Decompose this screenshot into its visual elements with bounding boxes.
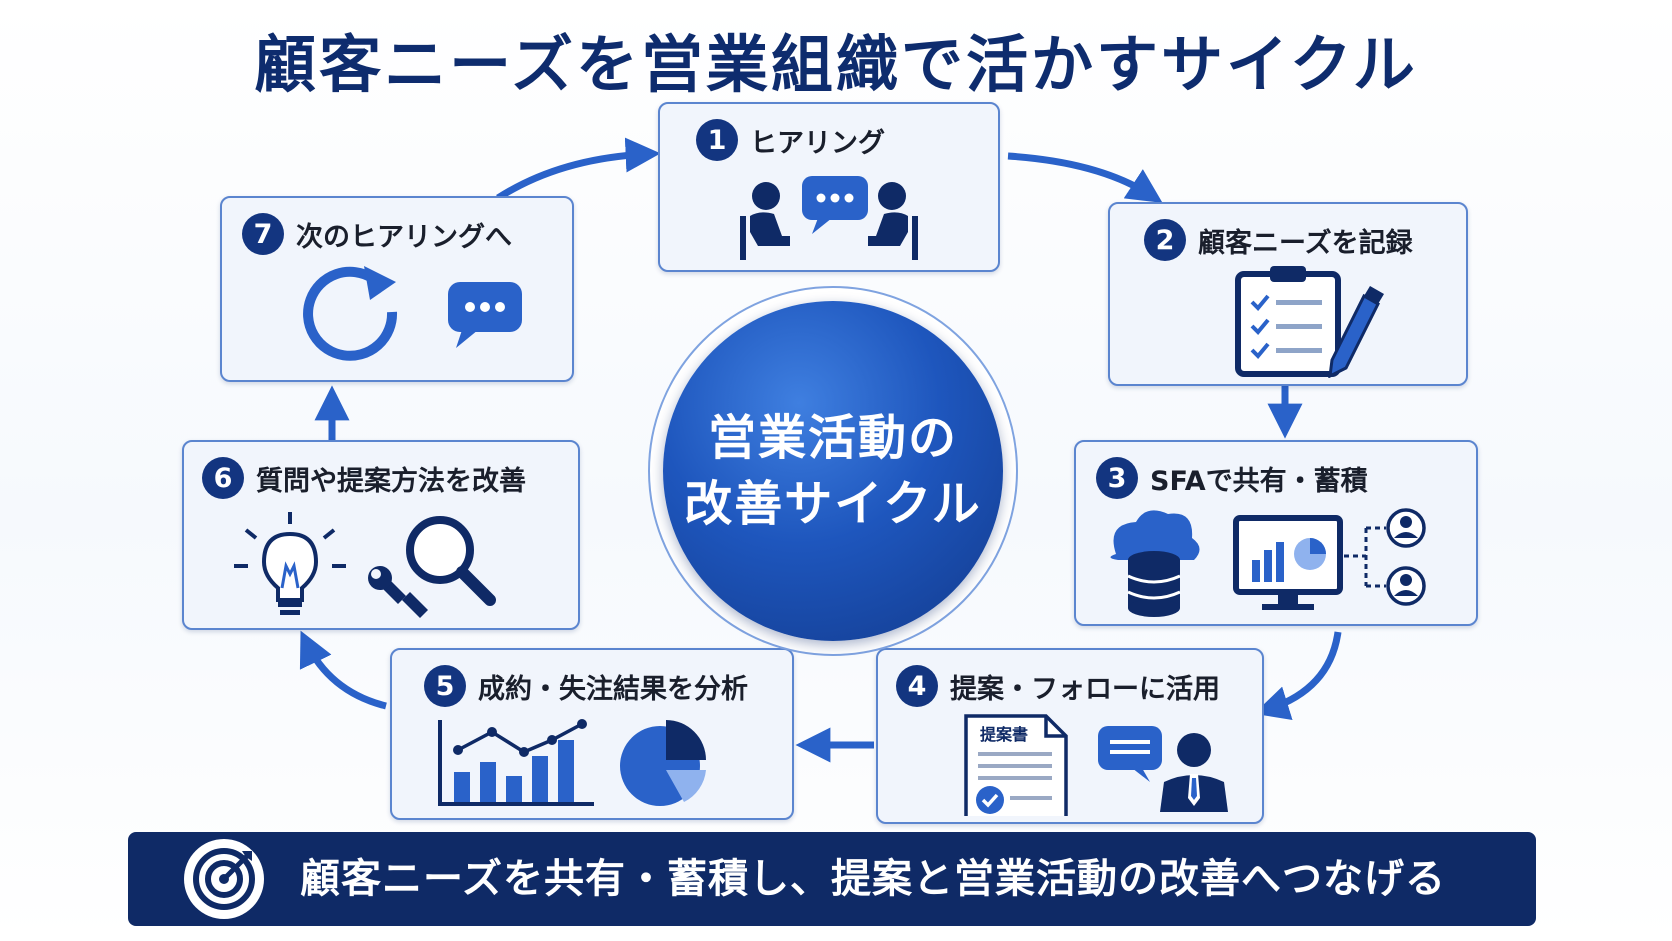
refresh-cycle-icon [303, 266, 398, 361]
step-2-header: 2 顧客ニーズを記録 [1144, 218, 1413, 262]
target-icon [184, 839, 264, 919]
center-title-line-1: 営業活動の [707, 410, 958, 466]
step-6-icons [184, 504, 578, 620]
proposal-document-label: 提案書 [980, 725, 1028, 744]
step-label: ヒアリング [750, 127, 885, 159]
person-icon [868, 182, 918, 260]
step-2-card: 2 顧客ニーズを記録 [1108, 202, 1468, 386]
step-6-header: 6 質問や提案方法を改善 [202, 456, 526, 500]
step-5-card: 5 成約・失注結果を分析 [390, 648, 794, 820]
step-4-card: 4 提案・フォローに活用 提案書 [876, 648, 1264, 824]
step-label: 成約・失注結果を分析 [478, 673, 748, 705]
magnifier-icon [406, 516, 496, 606]
step-7-header: 7 次のヒアリングへ [242, 212, 512, 256]
arrow-5-to-6 [299, 630, 387, 710]
page-title: 顧客ニーズを営業組織で活かすサイクル [254, 28, 1418, 101]
step-4-icons: 提案書 [878, 712, 1262, 816]
pie-chart-icon [620, 720, 706, 806]
user-icon [1386, 508, 1426, 548]
step-7-icons [222, 260, 572, 372]
step-7-card: 7 次のヒアリングへ [220, 196, 574, 382]
step-label: 提案・フォローに活用 [950, 673, 1220, 705]
pencil-icon [1328, 286, 1384, 378]
step-number-badge: 7 [242, 213, 284, 255]
step-label: 次のヒアリングへ [296, 221, 512, 253]
center-title-line-2: 改善サイクル [684, 476, 982, 532]
summary-text: 顧客ニーズを共有・蓄積し、提案と営業活動の改善へつなげる [300, 856, 1446, 902]
user-icon [1386, 566, 1426, 606]
step-3-card: 3 SFAで共有・蓄積 [1074, 440, 1478, 626]
step-4-header: 4 提案・フォローに活用 [896, 664, 1220, 708]
clipboard-checklist-icon [1235, 266, 1341, 377]
step-1-icons [660, 166, 998, 262]
wrench-icon [368, 566, 428, 618]
center-circle: 営業活動の 改善サイクル [663, 301, 1003, 641]
businessman-icon [1160, 733, 1228, 812]
step-label: SFAで共有・蓄積 [1150, 465, 1368, 497]
step-3-header: 3 SFAで共有・蓄積 [1096, 456, 1368, 500]
summary-banner: 顧客ニーズを共有・蓄積し、提案と営業活動の改善へつなげる [128, 832, 1536, 926]
chat-bubble-icon [1098, 726, 1162, 782]
lightbulb-icon [234, 512, 346, 615]
arrow-3-to-4 [1253, 631, 1342, 721]
step-1-header: 1 ヒアリング [696, 118, 885, 162]
arrow-7-to-1 [496, 137, 661, 201]
chat-bubble-icon [802, 176, 868, 234]
step-number-badge: 6 [202, 457, 244, 499]
step-number-badge: 2 [1144, 219, 1186, 261]
step-5-header: 5 成約・失注結果を分析 [424, 664, 748, 708]
proposal-document-icon: 提案書 [964, 714, 1068, 816]
line-bar-chart-icon [438, 719, 594, 806]
monitor-chart-icon [1233, 515, 1343, 610]
step-5-icons [392, 712, 792, 810]
step-label: 質問や提案方法を改善 [256, 465, 526, 497]
step-1-card: 1 ヒアリング [658, 102, 1000, 272]
connector-lines [1344, 526, 1386, 588]
cloud-database-icon [1110, 510, 1200, 617]
arrow-1-to-2 [1007, 152, 1163, 203]
step-number-badge: 5 [424, 665, 466, 707]
step-label: 顧客ニーズを記録 [1198, 227, 1413, 259]
step-number-badge: 4 [896, 665, 938, 707]
step-6-card: 6 質問や提案方法を改善 [182, 440, 580, 630]
step-2-icons [1110, 266, 1466, 378]
chat-bubble-icon [448, 282, 522, 348]
step-number-badge: 3 [1096, 457, 1138, 499]
step-number-badge: 1 [696, 119, 738, 161]
step-3-icons [1076, 504, 1476, 617]
person-icon [740, 182, 790, 260]
